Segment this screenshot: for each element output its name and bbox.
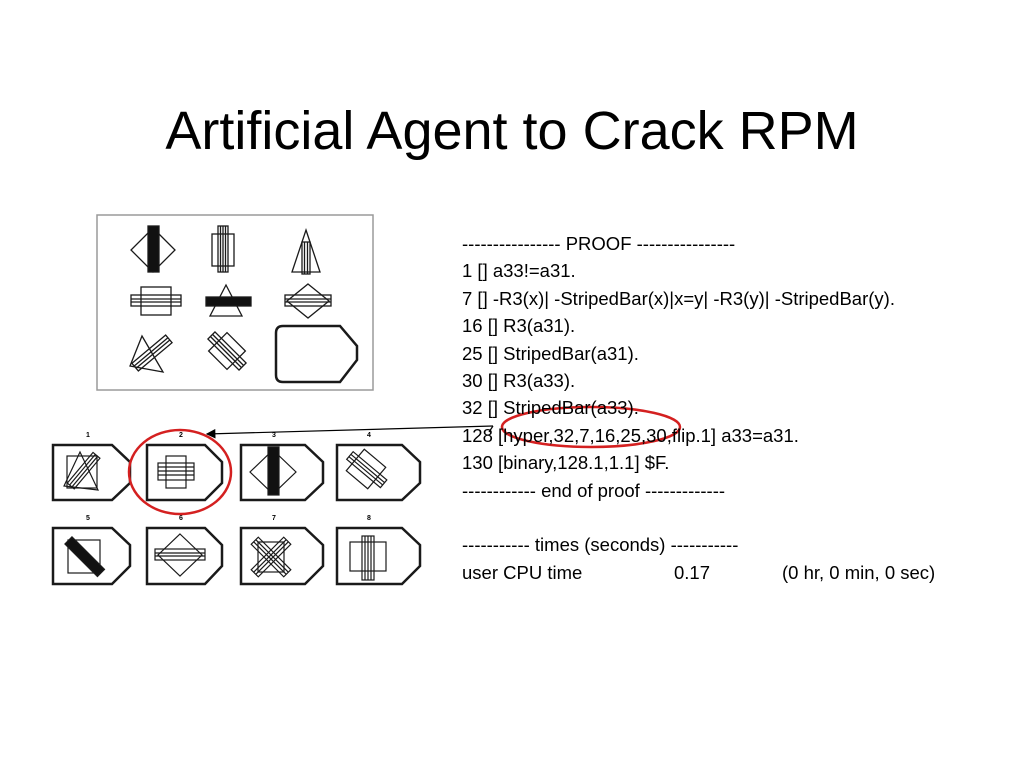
- answer-label: 3: [272, 432, 276, 439]
- answer-option-8[interactable]: 8: [335, 515, 422, 586]
- answer-option-2[interactable]: 2: [145, 432, 224, 502]
- proof-footer: ------------ end of proof -------------: [462, 479, 726, 501]
- answer-label: 5: [86, 515, 90, 522]
- answer-option-1[interactable]: 1: [51, 432, 132, 502]
- answer-highlight-circle: [127, 428, 233, 516]
- answer-label: 7: [272, 515, 276, 522]
- answer-option-5[interactable]: 5: [51, 515, 132, 586]
- proof-header: ---------------- PROOF ----------------: [462, 233, 736, 254]
- times-row: user CPU time 0.17 (0 hr, 0 min, 0 sec): [462, 559, 992, 586]
- connector-arrow: [205, 425, 494, 439]
- proof-line: 16 [] R3(a31).: [462, 315, 576, 337]
- answer-option-6[interactable]: 6: [145, 515, 224, 586]
- answer-option-3[interactable]: 3: [239, 432, 325, 502]
- times-label: user CPU time: [462, 561, 583, 583]
- spacer: [462, 504, 992, 531]
- proof-line: 30 [] R3(a33).: [462, 369, 576, 391]
- answer-label: 8: [367, 515, 371, 522]
- answer-label: 6: [179, 515, 183, 522]
- answer-option-7[interactable]: 7: [239, 515, 325, 586]
- matrix-cell-7: [129, 334, 173, 373]
- proof-line: 128 [hyper,32,7,16,25,30,flip.1] a33=a31…: [462, 424, 799, 446]
- proof-line: 7 [] -R3(x)| -StripedBar(x)|x=y| -R3(y)|…: [462, 287, 895, 309]
- connector-arrow-tail: [488, 425, 494, 433]
- matrix-cell-blank: [274, 324, 359, 384]
- matrix-cell-8: [206, 330, 248, 372]
- matrix-cell-5: [205, 283, 252, 317]
- answer-option-4[interactable]: 4: [335, 432, 422, 502]
- proof-line: 25 [] StripedBar(a31).: [462, 342, 639, 364]
- proof-line: 1 [] a33!=a31.: [462, 260, 576, 282]
- proof-highlight-circle: [500, 405, 682, 449]
- times-header: ----------- times (seconds) -----------: [462, 534, 739, 556]
- times-detail: (0 hr, 0 min, 0 sec): [782, 561, 936, 583]
- proof-output: ---------------- PROOF ---------------- …: [462, 230, 992, 586]
- matrix-cell-6: [284, 283, 332, 319]
- matrix-cell-3: [291, 227, 321, 275]
- matrix-cell-2: [211, 225, 235, 273]
- matrix-cell-1: [130, 225, 176, 273]
- times-value: 0.17: [674, 561, 711, 583]
- matrix-cell-4: [130, 286, 182, 316]
- proof-line: 32 [] StripedBar(a33).: [462, 397, 639, 419]
- slide-title: Artificial Agent to Crack RPM: [165, 101, 859, 162]
- answer-label: 2: [179, 432, 183, 439]
- answer-label: 4: [367, 432, 371, 439]
- answer-label: 1: [86, 432, 90, 439]
- proof-line: 130 [binary,128.1,1.1] $F.: [462, 452, 670, 474]
